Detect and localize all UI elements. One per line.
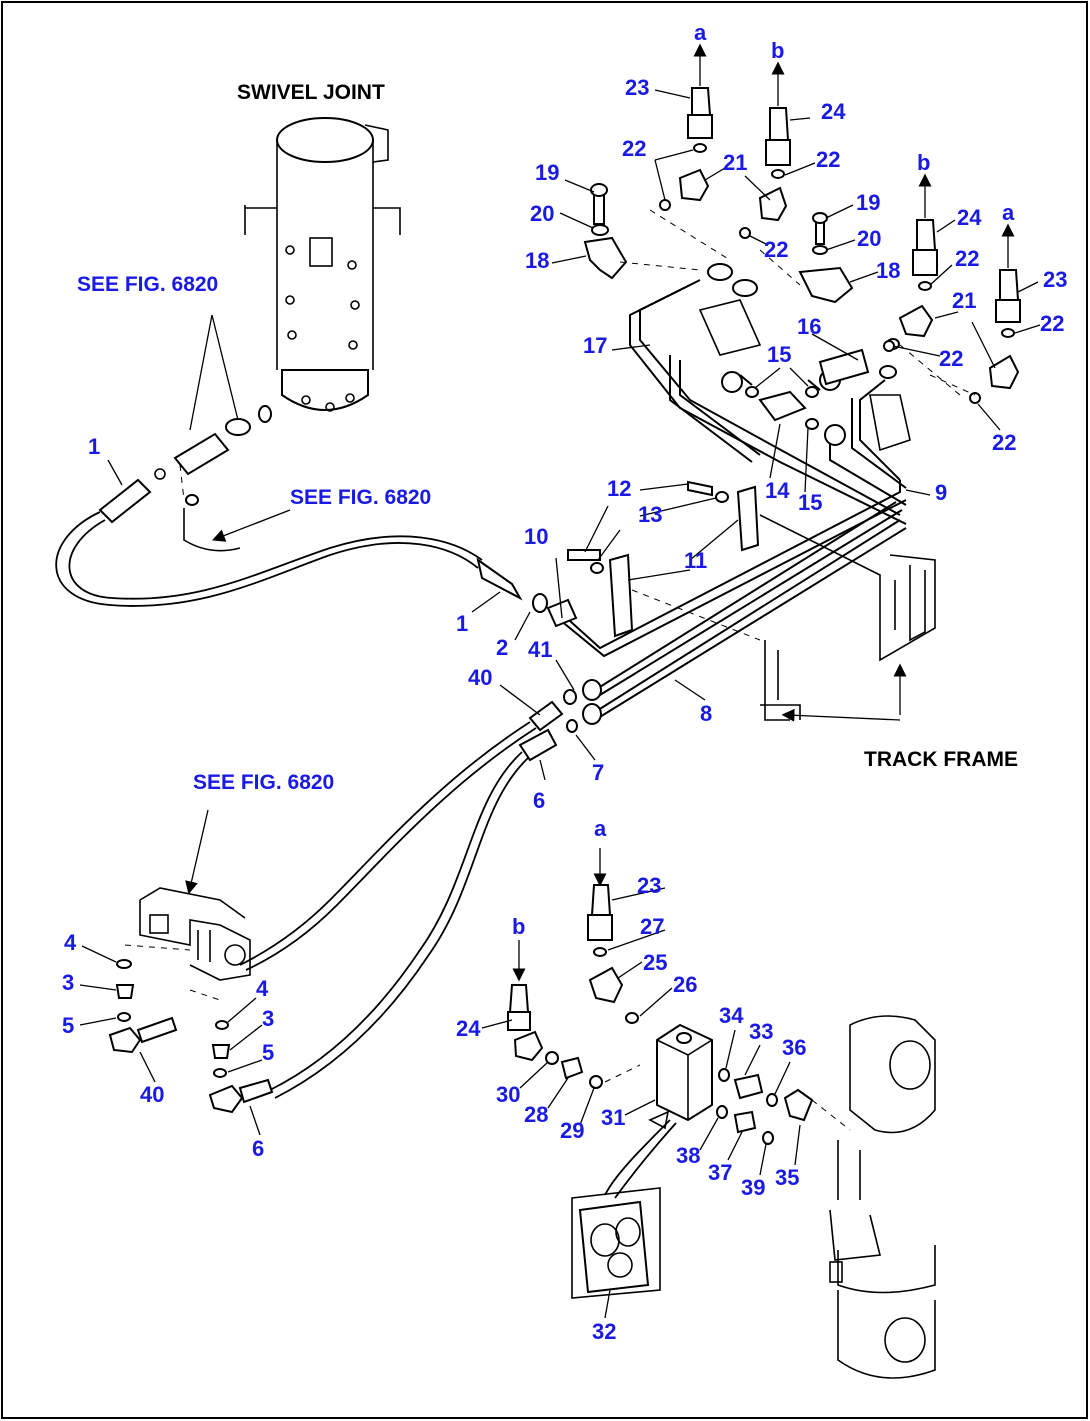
- arrow-label: b: [771, 38, 784, 63]
- part-number: 1: [88, 434, 100, 459]
- clamp-assembly: [567, 480, 761, 641]
- part-number: 8: [700, 701, 712, 726]
- part-number: 31: [601, 1105, 625, 1130]
- part-number: 13: [638, 502, 662, 527]
- part-number: 23: [625, 75, 649, 100]
- part-number: 10: [524, 524, 548, 549]
- part-number: 1: [456, 611, 468, 636]
- hoses-40-6: [108, 689, 578, 1114]
- part-number: 5: [62, 1013, 74, 1038]
- part-number: 40: [468, 665, 492, 690]
- part-number: 26: [673, 972, 697, 997]
- part-number: 40: [140, 1082, 164, 1107]
- part-number: 22: [764, 237, 788, 262]
- part-number: 24: [821, 99, 846, 124]
- part-number: 33: [749, 1019, 773, 1044]
- see-fig-reference: SEE FIG. 6820: [193, 771, 334, 794]
- part-number: 25: [643, 950, 667, 975]
- part-number: 22: [939, 346, 963, 371]
- part-number: 22: [992, 430, 1016, 455]
- hose-1: [55, 478, 548, 613]
- see-fig-reference: SEE FIG. 6820: [290, 486, 431, 509]
- part-number: 19: [535, 160, 559, 185]
- part-number: 36: [782, 1035, 806, 1060]
- part-number: 7: [592, 760, 604, 785]
- part-number: 41: [528, 637, 552, 662]
- part-number: 18: [876, 258, 900, 283]
- part-number: 22: [622, 136, 646, 161]
- part-number: 22: [816, 147, 840, 172]
- part-number: 20: [857, 226, 881, 251]
- part-number: 9: [935, 480, 947, 505]
- part-number: 20: [530, 201, 554, 226]
- part-number: 21: [723, 150, 747, 175]
- leader-lines: [79, 89, 1041, 1319]
- part-number: 2: [496, 635, 508, 660]
- part-number: 32: [592, 1319, 616, 1344]
- pipe-bundle: [546, 263, 911, 725]
- part-number: 22: [955, 246, 979, 271]
- part-number: 3: [262, 1006, 274, 1031]
- arrow-label: a: [1002, 200, 1015, 225]
- part-number: 39: [741, 1175, 765, 1200]
- part-number: 4: [256, 976, 269, 1001]
- arrow-label: b: [917, 150, 930, 175]
- part-number: 21: [952, 288, 976, 313]
- track-frame-caption: TRACK FRAME: [864, 748, 1018, 771]
- part-number: 29: [560, 1118, 584, 1143]
- part-number: 14: [765, 478, 790, 503]
- part-number: 17: [583, 333, 607, 358]
- part-number: 35: [775, 1165, 799, 1190]
- track-frame: [739, 514, 936, 721]
- arrow-label: b: [512, 914, 525, 939]
- part-number: 4: [64, 930, 77, 955]
- part-number: 38: [676, 1143, 700, 1168]
- arrow-label: a: [594, 816, 607, 841]
- swivel-joint-caption: SWIVEL JOINT: [237, 81, 385, 104]
- part-number: 6: [252, 1136, 264, 1161]
- part-number: 11: [684, 548, 707, 573]
- part-number: 5: [262, 1040, 274, 1065]
- upper-fittings: [583, 43, 1021, 404]
- part-number: 23: [637, 873, 661, 898]
- part-number: 34: [719, 1003, 744, 1028]
- part-number: 27: [640, 914, 664, 939]
- arrow-label: a: [694, 20, 707, 45]
- part-number: 12: [607, 476, 631, 501]
- swivel-joint: [154, 117, 401, 552]
- part-number: 22: [1040, 311, 1064, 336]
- part-number: 15: [767, 342, 791, 367]
- part-number: 16: [797, 314, 821, 339]
- part-number: 3: [62, 970, 74, 995]
- see-fig-reference: SEE FIG. 6820: [77, 273, 218, 296]
- part-number: 24: [957, 205, 982, 230]
- part-number: 30: [496, 1082, 520, 1107]
- part-number: 6: [533, 788, 545, 813]
- lower-assembly: [507, 848, 936, 1379]
- part-number: 18: [525, 248, 549, 273]
- part-number: 15: [798, 490, 822, 515]
- part-number: 19: [856, 190, 880, 215]
- part-number: 28: [524, 1102, 548, 1127]
- part-number: 23: [1043, 267, 1067, 292]
- part-number: 24: [456, 1016, 481, 1041]
- part-number: 37: [708, 1160, 732, 1185]
